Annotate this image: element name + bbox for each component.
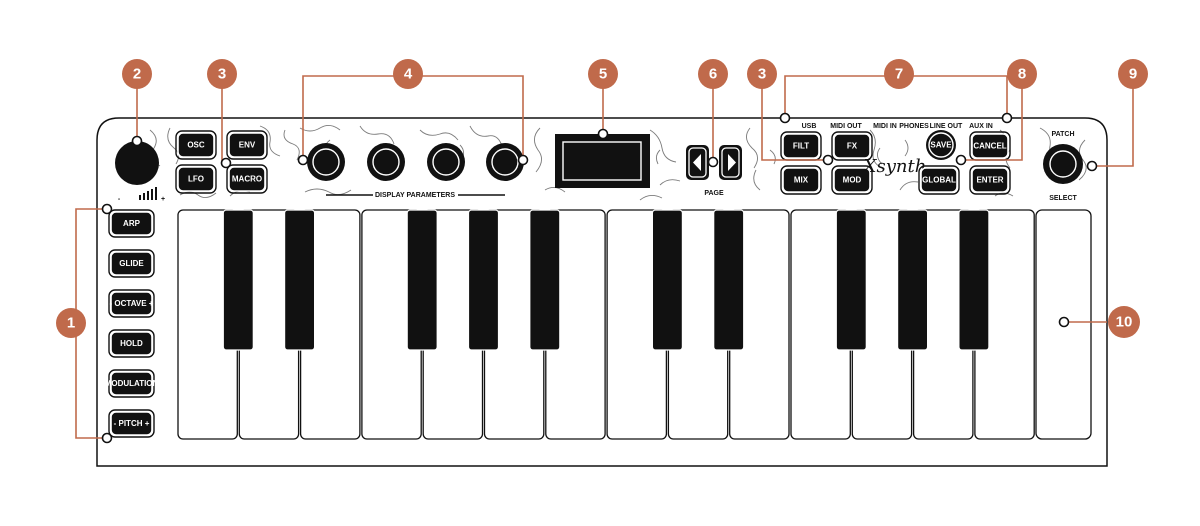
svg-text:4: 4: [404, 66, 413, 83]
mix-button[interactable]: MIX: [780, 165, 822, 195]
glide-button-label: GLIDE: [119, 259, 144, 268]
arrow-left-icon: [693, 154, 701, 171]
filt-button[interactable]: FILT: [780, 131, 822, 161]
svg-text:9: 9: [1129, 66, 1137, 83]
filt-button-label: FILT: [793, 142, 809, 151]
svg-text:5: 5: [599, 66, 607, 83]
port-phones: PHONES: [899, 123, 929, 130]
lfo-button-label: LFO: [188, 175, 204, 184]
black-key[interactable]: [406, 209, 438, 351]
fx-button[interactable]: FX: [831, 131, 873, 161]
callout-1: 1: [56, 308, 86, 338]
callout-5: 5: [588, 59, 618, 89]
callout-8: 8: [1007, 59, 1037, 89]
hold-button[interactable]: HOLD: [108, 329, 155, 358]
parameter-knob-2[interactable]: [367, 143, 405, 181]
callout-2: 2: [122, 59, 152, 89]
macro-button[interactable]: MACRO: [226, 164, 268, 194]
svg-text:10: 10: [1116, 314, 1133, 331]
pitch-button[interactable]: - PITCH +: [108, 409, 155, 438]
global-button-label: GLOBAL: [922, 176, 956, 185]
black-key[interactable]: [958, 209, 990, 351]
callout-3-left: 3: [207, 59, 237, 89]
lfo-button[interactable]: LFO: [175, 164, 217, 194]
svg-text:8: 8: [1018, 66, 1026, 83]
arp-button-label: ARP: [123, 219, 141, 228]
patch-select-knob[interactable]: [1043, 144, 1083, 184]
save-button-label: SAVE: [930, 141, 952, 150]
volume-minus-label: -: [118, 196, 121, 203]
svg-text:2: 2: [133, 66, 141, 83]
port-midi-out: MIDI OUT: [830, 123, 862, 130]
black-key[interactable]: [222, 209, 254, 351]
svg-text:6: 6: [709, 66, 717, 83]
mod-button-label: MOD: [843, 176, 862, 185]
black-key[interactable]: [651, 209, 684, 351]
cancel-button-label: CANCEL: [973, 142, 1006, 151]
page-left-button[interactable]: [686, 145, 709, 180]
port-line-out: LINE OUT: [930, 123, 963, 130]
mod-button[interactable]: MOD: [831, 165, 873, 195]
page-label: PAGE: [704, 190, 724, 197]
callout-3-right: 3: [747, 59, 777, 89]
black-key[interactable]: [529, 209, 561, 351]
arp-button[interactable]: ARP: [108, 209, 155, 238]
global-button[interactable]: GLOBAL: [918, 165, 960, 195]
modulation-button-label: MODULATION: [105, 379, 159, 388]
svg-text:1: 1: [67, 315, 75, 332]
fx-button-label: FX: [847, 142, 858, 151]
black-key[interactable]: [467, 209, 500, 351]
svg-text:7: 7: [895, 66, 903, 83]
callout-6: 6: [698, 59, 728, 89]
black-key[interactable]: [713, 209, 745, 351]
callout-4: 4: [393, 59, 423, 89]
page-right-button[interactable]: [719, 145, 742, 180]
macro-button-label: MACRO: [232, 175, 262, 184]
select-label: SELECT: [1049, 195, 1077, 202]
svg-text:3: 3: [218, 66, 226, 83]
black-key[interactable]: [896, 209, 929, 351]
svg-text:3: 3: [758, 66, 766, 83]
callout-10: 10: [1108, 306, 1140, 338]
cancel-button[interactable]: CANCEL: [969, 131, 1011, 161]
patch-label: PATCH: [1051, 131, 1074, 138]
octave-button-label: - OCTAVE +: [110, 299, 154, 308]
pitch-button-label: - PITCH +: [114, 419, 150, 428]
volume-plus-label: +: [161, 196, 165, 203]
leader-dots: [101, 112, 1098, 444]
parameter-knob-1[interactable]: [307, 143, 345, 181]
osc-button[interactable]: OSC: [175, 130, 217, 160]
volume-knob[interactable]: [115, 141, 159, 185]
black-key[interactable]: [835, 209, 867, 351]
osc-button-label: OSC: [187, 141, 205, 150]
callout-9: 9: [1118, 59, 1148, 89]
save-button[interactable]: SAVE: [926, 130, 956, 160]
black-key[interactable]: [284, 209, 316, 351]
parameter-knob-4[interactable]: [486, 143, 524, 181]
display-parameters-label: DISPLAY PARAMETERS: [375, 192, 455, 199]
hold-button-label: HOLD: [120, 339, 143, 348]
octave-button[interactable]: - OCTAVE +: [108, 289, 155, 318]
brand-logo: Xsynth: [862, 156, 927, 177]
enter-button-label: ENTER: [976, 176, 1003, 185]
volume-meter-icon: [139, 187, 157, 200]
keyboard: [177, 209, 1035, 440]
glide-button[interactable]: GLIDE: [108, 249, 155, 278]
display-screen: [555, 134, 650, 188]
arrow-right-icon: [728, 154, 736, 171]
parameter-knob-3[interactable]: [427, 143, 465, 181]
port-usb: USB: [802, 123, 817, 130]
port-aux-in: AUX IN: [969, 123, 993, 130]
port-midi-in: MIDI IN: [873, 123, 897, 130]
env-button[interactable]: ENV: [226, 130, 268, 160]
callout-7: 7: [884, 59, 914, 89]
enter-button[interactable]: ENTER: [969, 165, 1011, 195]
modulation-button[interactable]: MODULATION: [105, 369, 159, 398]
env-button-label: ENV: [239, 141, 256, 150]
mix-button-label: MIX: [794, 176, 809, 185]
